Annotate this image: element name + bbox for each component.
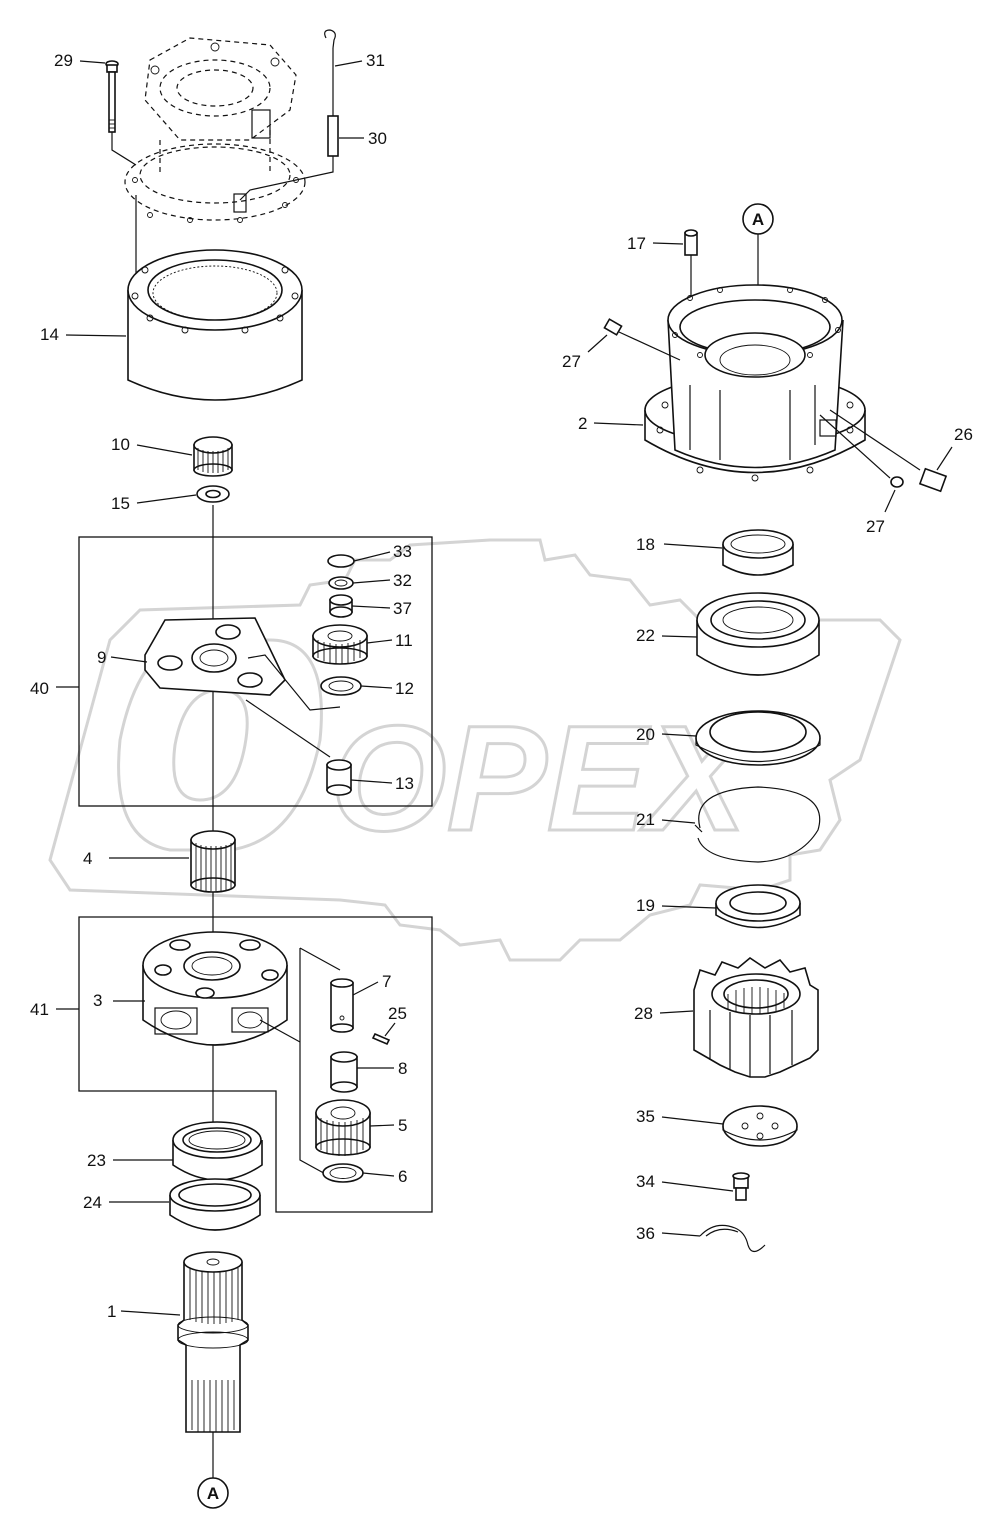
- opex-watermark: OPEX: [48, 538, 902, 962]
- part-19-seal: [715, 884, 801, 929]
- label-36: 36: [636, 1224, 655, 1243]
- label-25: 25: [388, 1004, 407, 1023]
- label-33: 33: [393, 542, 412, 561]
- label-22: 22: [636, 626, 655, 645]
- label-5: 5: [398, 1116, 407, 1135]
- part-22-bearing: [696, 592, 820, 676]
- part-13-bushing: [326, 759, 352, 796]
- label-23: 23: [87, 1151, 106, 1170]
- label-40: 40: [30, 679, 49, 698]
- part-27-plug-lower: [819, 414, 904, 488]
- label-24: 24: [83, 1193, 102, 1212]
- part-labels: 29 31 30 14 17 27 2 26 27 10 15 18 33 32…: [30, 51, 973, 1321]
- svg-text:A: A: [207, 1484, 219, 1503]
- motor-housing-dashed: [124, 37, 306, 223]
- label-32: 32: [393, 571, 412, 590]
- part-20-seal-ring: [695, 710, 821, 766]
- part-1-drive-shaft: [177, 1251, 249, 1433]
- part-27-plug-upper: [603, 318, 681, 361]
- label-30: 30: [368, 129, 387, 148]
- label-28: 28: [634, 1004, 653, 1023]
- part-33-circlip: [327, 554, 355, 568]
- part-11-planet-gear: [312, 624, 368, 665]
- label-19: 19: [636, 896, 655, 915]
- part-12-thrust-washer: [320, 676, 362, 696]
- part-37-bushing: [329, 594, 353, 618]
- part-15-washer: [196, 485, 230, 503]
- part-3-planet-carrier: [142, 931, 301, 1046]
- label-18: 18: [636, 535, 655, 554]
- part-6-thrust-washer: [322, 1163, 364, 1183]
- part-10-sun-gear: [193, 436, 233, 477]
- label-37: 37: [393, 599, 412, 618]
- label-11: 11: [395, 631, 413, 650]
- label-7: 7: [382, 972, 391, 991]
- part-26-plug: [829, 409, 948, 493]
- label-29: 29: [54, 51, 73, 70]
- part-14-ring-gear: [127, 249, 303, 401]
- label-15: 15: [111, 494, 130, 513]
- watermark-text: OPEX: [330, 694, 755, 862]
- part-32-washer: [328, 576, 354, 590]
- label-9: 9: [97, 648, 106, 667]
- svg-text:A: A: [752, 210, 764, 229]
- label-41: 41: [30, 1000, 49, 1019]
- part-7-planet-pin: [330, 978, 354, 1033]
- part-29-bolt: [105, 60, 137, 166]
- label-3: 3: [93, 991, 102, 1010]
- label-2: 2: [578, 414, 587, 433]
- part-35-cover-plate: [722, 1105, 798, 1147]
- label-17: 17: [627, 234, 646, 253]
- label-12: 12: [395, 679, 414, 698]
- part-8-bushing: [330, 1051, 358, 1093]
- part-28-pinion-gear: [693, 957, 819, 1078]
- label-27-upper: 27: [562, 352, 581, 371]
- label-34: 34: [636, 1172, 655, 1191]
- part-21-snap-ring: [694, 786, 821, 863]
- callout-a-top: A: [742, 203, 774, 330]
- part-9-carrier-plate: [144, 617, 341, 758]
- label-20: 20: [636, 725, 655, 744]
- part-25-roll-pin: [371, 1032, 391, 1046]
- label-6: 6: [398, 1167, 407, 1186]
- part-2-swing-housing: [644, 284, 866, 482]
- label-14: 14: [40, 325, 59, 344]
- label-31: 31: [366, 51, 385, 70]
- part-23-bearing: [172, 1121, 263, 1181]
- label-27-lower: 27: [866, 517, 885, 536]
- label-8: 8: [398, 1059, 407, 1078]
- part-30-level-tube: [239, 115, 339, 201]
- subassembly-41-box: [78, 916, 433, 1213]
- part-18-bearing-race: [722, 529, 794, 576]
- label-10: 10: [111, 435, 130, 454]
- label-1: 1: [107, 1302, 116, 1321]
- part-36-lock-wire: [699, 1224, 766, 1253]
- part-5-planet-gear: [315, 1099, 371, 1156]
- label-21: 21: [636, 810, 655, 829]
- subassembly-40-box: [78, 536, 433, 807]
- part-4-sun-gear: [190, 830, 236, 893]
- part-31-dipstick: [324, 29, 336, 116]
- label-26: 26: [954, 425, 973, 444]
- callout-a-bottom: A: [197, 1477, 229, 1509]
- part-17-dowel-pin: [684, 229, 698, 296]
- label-13: 13: [395, 774, 414, 793]
- part-24-seal: [169, 1178, 261, 1231]
- label-4: 4: [83, 849, 92, 868]
- part-34-bolt: [732, 1172, 750, 1201]
- label-35: 35: [636, 1107, 655, 1126]
